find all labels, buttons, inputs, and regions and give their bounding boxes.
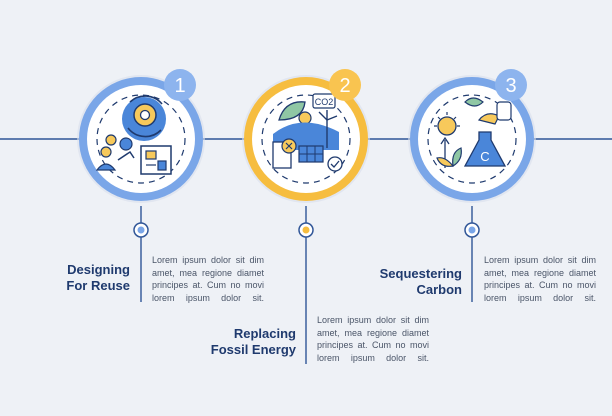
svg-text:C: C — [480, 149, 489, 164]
step-1-number: 1 — [174, 75, 185, 97]
step-3-description: Lorem ipsum dolor sit dim amet, mea regi… — [484, 255, 596, 303]
step-1-description: Lorem ipsum dolor sit dim amet, mea regi… — [152, 255, 264, 303]
step-3-number: 3 — [505, 75, 516, 97]
step-1-badge — [164, 69, 196, 101]
step-2-node — [298, 222, 314, 238]
step-3-circle: C 3 — [408, 69, 536, 203]
step-2-title: Replacing Fossil Energy — [210, 326, 296, 357]
step-2-badge — [329, 69, 361, 101]
renewable-energy-icon: CO2 — [272, 93, 343, 172]
step-3-title: Sequestering Carbon — [379, 266, 462, 297]
step-2-description: Lorem ipsum dolor sit dim amet, mea regi… — [317, 315, 429, 363]
step-1-circle: 1 — [77, 69, 205, 203]
step-2-circle: CO2 2 — [242, 69, 370, 203]
designing-reuse-icon — [95, 95, 172, 175]
step-2-number: 2 — [339, 75, 350, 97]
step-1-title: Designing For Reuse — [66, 262, 130, 293]
step-3-node — [464, 222, 480, 238]
step-3-badge — [495, 69, 527, 101]
svg-text:CO2: CO2 — [315, 97, 334, 107]
step-1-node — [133, 222, 149, 238]
carbon-sequestration-icon: C — [434, 97, 512, 168]
